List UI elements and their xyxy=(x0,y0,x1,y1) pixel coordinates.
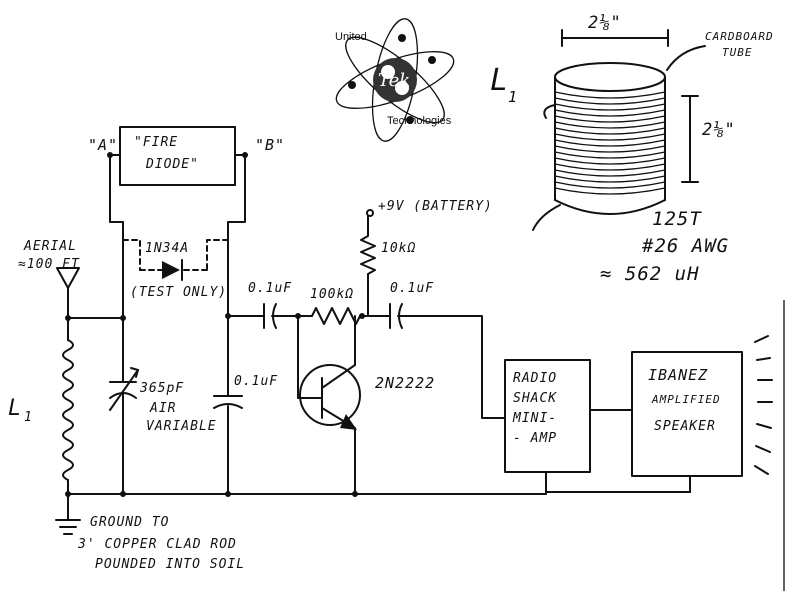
coil-inductance: ≈ 562 uH xyxy=(600,263,700,285)
load-resistor-label: 10kΩ xyxy=(381,241,416,256)
var-cap-label-2: AIR xyxy=(149,401,176,416)
speaker-box xyxy=(631,351,743,477)
diode-part-label: 1N34A xyxy=(145,241,189,256)
logo-top-text: United xyxy=(335,31,367,43)
ground-label-2: 3' COPPER CLAD ROD xyxy=(77,537,237,552)
node-a-label: "A" xyxy=(88,136,118,154)
ground-label-3: POUNDED INTO SOIL xyxy=(95,557,245,572)
tube-label-1: CARDBOARD xyxy=(705,30,774,43)
diode-symbol xyxy=(162,261,180,279)
tube-label-2: TUBE xyxy=(722,46,753,59)
diode-dashed-leads xyxy=(122,239,229,271)
amp-label-4: - AMP xyxy=(513,431,557,446)
fire-diode-label-1: "FIRE xyxy=(134,135,178,150)
amp-label-1: RADIO xyxy=(513,371,557,386)
amp-box xyxy=(504,359,591,473)
coil-turns: 125T xyxy=(652,208,702,230)
logo-bottom-text: Technologies xyxy=(387,115,452,127)
amp-label-2: SHACK xyxy=(513,391,557,406)
bias-resistor-symbol xyxy=(297,307,363,325)
aerial-label-1: AERIAL xyxy=(23,239,77,254)
input-cap-label: 0.1uF xyxy=(248,281,292,296)
coil-title-sub: 1 xyxy=(508,88,518,106)
var-cap-symbol xyxy=(109,369,139,411)
ground-symbol-icon xyxy=(55,519,81,535)
speaker-label-2: AMPLIFIED xyxy=(651,393,721,406)
diode-note-label: (TEST ONLY) xyxy=(130,285,227,300)
l1-coil-symbol xyxy=(62,339,74,481)
bias-resistor-label: 100kΩ xyxy=(310,287,354,302)
cardboard-tube-drawing xyxy=(532,62,666,231)
coil-title: L xyxy=(490,63,508,98)
sound-lines-icon xyxy=(754,335,773,475)
node-b-label: "B" xyxy=(255,136,285,154)
height-dimension-label: 2⅛" xyxy=(702,120,736,140)
width-dimension-label: 2⅛" xyxy=(588,13,622,33)
battery-label: +9V (BATTERY) xyxy=(378,199,493,214)
coil-wire: #26 AWG xyxy=(641,235,729,257)
var-cap-label-1: 365pF xyxy=(139,381,184,396)
battery-terminal xyxy=(366,209,374,217)
transistor-symbol xyxy=(299,364,361,426)
var-cap-label-3: VARIABLE xyxy=(146,419,217,434)
output-cap-label: 0.1uF xyxy=(390,281,434,296)
load-resistor-symbol xyxy=(360,215,376,317)
antenna-symbol xyxy=(56,267,80,289)
aerial-label-2: ≈100 FT xyxy=(18,257,80,272)
wire-base xyxy=(297,315,323,399)
wire-collector xyxy=(321,315,356,389)
transistor-label: 2N2222 xyxy=(375,374,435,392)
wire-aerial xyxy=(67,287,124,319)
shunt-cap-label: 0.1uF xyxy=(234,374,278,389)
atom-logo-icon xyxy=(335,18,455,142)
l1-left-label: L xyxy=(8,396,21,421)
ground-label-1: GROUND TO xyxy=(90,515,169,530)
wire-to-amp xyxy=(397,315,506,419)
wire-a-down xyxy=(109,154,124,223)
ground-bus xyxy=(67,491,691,495)
l1-left-sub: 1 xyxy=(24,410,33,425)
logo-center-text: Tek xyxy=(378,70,410,91)
fire-diode-label-2: DIODE" xyxy=(145,157,199,172)
wire-b-down xyxy=(227,154,246,223)
speaker-label-3: SPEAKER xyxy=(654,419,716,434)
amp-label-3: MINI- xyxy=(512,411,557,426)
speaker-label-1: IBANEZ xyxy=(648,366,708,384)
